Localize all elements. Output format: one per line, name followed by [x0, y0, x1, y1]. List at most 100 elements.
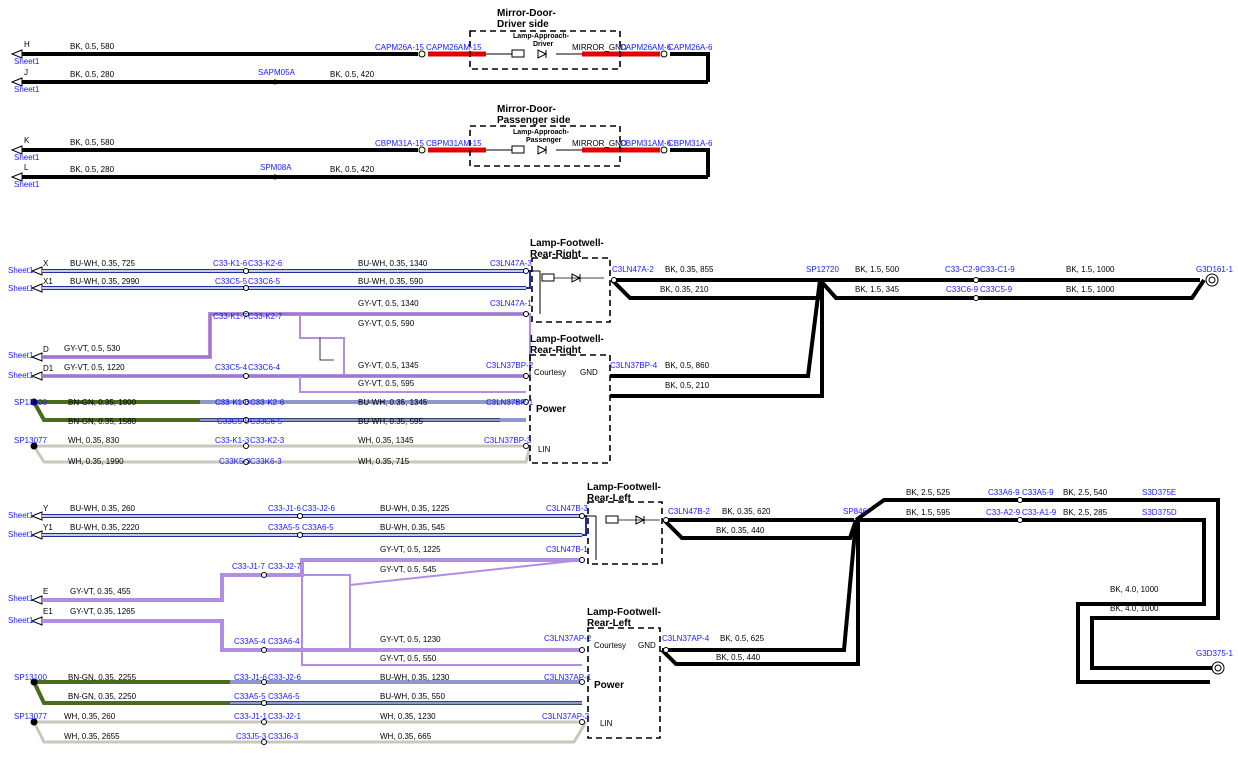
wire-label: GY-VT, 0.5, 1345: [358, 361, 419, 370]
connector-label[interactable]: C3LN37BP-1: [486, 398, 534, 407]
sheet-ref-link[interactable]: Sheet1: [8, 371, 34, 380]
splice-label[interactable]: SP12720: [806, 265, 839, 274]
connector-label[interactable]: C3LN37AP-4: [662, 634, 710, 643]
connector-label[interactable]: C33-K1-3: [215, 436, 250, 445]
connector-label[interactable]: C33A5-4: [234, 637, 266, 646]
connector-label[interactable]: C33-J1-6: [268, 504, 301, 513]
connector-label[interactable]: CAPM26AM-6: [620, 43, 672, 52]
sheet-ref-link[interactable]: Sheet1: [14, 180, 40, 189]
connector-label[interactable]: C33-A2-9: [986, 508, 1021, 517]
connector-label[interactable]: C33C5-9: [980, 285, 1013, 294]
connector-label[interactable]: C33-K2-6: [248, 259, 283, 268]
sheet-ref-link[interactable]: Sheet1: [8, 351, 34, 360]
sheet-ref-link[interactable]: Sheet1: [14, 85, 40, 94]
connector-label[interactable]: C33A5-5: [268, 523, 300, 532]
connector-label[interactable]: C3LN47B-1: [546, 545, 588, 554]
connector-label[interactable]: CBPM31A-15: [375, 139, 424, 148]
connector-label[interactable]: C3LN47A-3: [490, 259, 532, 268]
splice-label[interactable]: SP13100: [14, 673, 47, 682]
wire-label: GY-VT, 0.5, 1225: [380, 545, 441, 554]
connector-label[interactable]: S3D375E: [1142, 488, 1176, 497]
wire-label: BK, 2.5, 525: [906, 488, 951, 497]
connector-label[interactable]: C33-J1-6: [234, 673, 267, 682]
connector-label[interactable]: CAPM26A-6: [668, 43, 713, 52]
connector-label[interactable]: C3LN37AP-1: [544, 673, 592, 682]
connector-label[interactable]: C33K5-3: [219, 457, 251, 466]
sheet-ref-link[interactable]: Sheet1: [14, 153, 40, 162]
connector-label[interactable]: C33A6-5: [268, 692, 300, 701]
connector-label[interactable]: C33C6-5: [250, 417, 283, 426]
sheet-ref-link[interactable]: Sheet1: [8, 594, 34, 603]
connector-label[interactable]: C33A6-4: [268, 637, 300, 646]
connector-label[interactable]: C33-K2-6: [250, 398, 285, 407]
sheet-ref-link[interactable]: Sheet1: [8, 266, 34, 275]
connector-label[interactable]: C33-J2-6: [268, 673, 301, 682]
connector-label[interactable]: C33-J2-6: [302, 504, 335, 513]
wire-label: GY-VT, 0.35, 455: [70, 587, 131, 596]
wire-label: BK, 1.5, 500: [855, 265, 900, 274]
connector-label[interactable]: G3D375-1: [1196, 649, 1233, 658]
connector-label[interactable]: G3D161-1: [1196, 265, 1233, 274]
connector-label[interactable]: C33A5-9: [1022, 488, 1054, 497]
mirror-passenger-group: K Sheet1 L Sheet1 Mirror-Door- Passenger…: [10, 104, 713, 189]
connector-label[interactable]: C33J6-3: [268, 732, 299, 741]
connector-label[interactable]: C33-K2-3: [250, 436, 285, 445]
wire-label: BU-WH, 0.35, 2220: [70, 523, 140, 532]
connector-label[interactable]: C33C5-5: [217, 417, 250, 426]
connector-label[interactable]: CAPM26A-15: [375, 43, 424, 52]
connector-label[interactable]: C33A5-5: [234, 692, 266, 701]
splice-label[interactable]: SP13100: [14, 398, 47, 407]
connector-label[interactable]: C33-K2-7: [248, 312, 283, 321]
sheet-ref-link[interactable]: Sheet1: [8, 616, 34, 625]
connector-label[interactable]: C33K6-3: [250, 457, 282, 466]
connector-label[interactable]: C3LN47B-2: [668, 507, 710, 516]
connector-label[interactable]: CBPM31A-6: [668, 139, 713, 148]
connector-label[interactable]: C33-J2-7: [268, 562, 301, 571]
wire-label: WH, 0.35, 2655: [64, 732, 120, 741]
connector-label[interactable]: C3LN47A-1: [490, 299, 532, 308]
sheet-ref-id: X1: [43, 277, 53, 286]
connector-label[interactable]: C3LN37BP-3: [484, 436, 532, 445]
connector-label[interactable]: C3LN37BP-2: [486, 361, 534, 370]
splice-label[interactable]: SP846: [843, 507, 868, 516]
connector-label[interactable]: CBPM31AM-15: [426, 139, 482, 148]
connector-label[interactable]: C33-K1-6: [213, 259, 248, 268]
connector-label[interactable]: CBPM31AM-6: [620, 139, 672, 148]
connector-label[interactable]: C33C6-4: [248, 363, 281, 372]
wire-label: BK, 4.0, 1000: [1110, 604, 1159, 613]
connector-label[interactable]: C33-A1-9: [1022, 508, 1057, 517]
connector-label[interactable]: C33-J1-7: [232, 562, 265, 571]
lamp-label: Driver: [533, 41, 554, 48]
sheet-ref-link[interactable]: Sheet1: [8, 284, 34, 293]
splice-label[interactable]: SP13077: [14, 712, 47, 721]
connector-label[interactable]: C3LN47B-3: [546, 504, 588, 513]
connector-label[interactable]: C3LN47A-2: [612, 265, 654, 274]
connector-label[interactable]: C33-J2-1: [268, 712, 301, 721]
splice-label[interactable]: SP13077: [14, 436, 47, 445]
connector-label[interactable]: C33A6-9: [988, 488, 1020, 497]
connector-label[interactable]: C3LN37AP-3: [542, 712, 590, 721]
connector-label[interactable]: C33C5-5: [215, 277, 248, 286]
gnd-label: MIRROR_GND: [572, 43, 627, 52]
connector-label[interactable]: C33C6-9: [946, 285, 979, 294]
connector-label[interactable]: C33A6-5: [302, 523, 334, 532]
connector-label[interactable]: C33-K1-7: [213, 312, 248, 321]
connector-label[interactable]: C33-J1-1: [234, 712, 267, 721]
connector-label[interactable]: CAPM26AM-15: [426, 43, 482, 52]
connector-label[interactable]: C3LN37BP-4: [610, 361, 658, 370]
connector-label[interactable]: C3LN37AP-2: [544, 634, 592, 643]
connector-label[interactable]: C33-C2-9: [945, 265, 980, 274]
connector-label[interactable]: C33C6-5: [248, 277, 281, 286]
power-label: Power: [594, 680, 624, 691]
sheet-ref-link[interactable]: Sheet1: [14, 57, 40, 66]
sheet-ref-link[interactable]: Sheet1: [8, 530, 34, 539]
splice-label[interactable]: SAPM05A: [258, 68, 296, 77]
wire-label: BK, 0.5, 440: [716, 653, 761, 662]
connector-label[interactable]: C33-C1-9: [980, 265, 1015, 274]
connector-label[interactable]: C33-K1-6: [215, 398, 250, 407]
connector-label[interactable]: C33J5-3: [236, 732, 267, 741]
connector-label[interactable]: C33C5-4: [215, 363, 248, 372]
sheet-ref-link[interactable]: Sheet1: [8, 511, 34, 520]
connector-label[interactable]: S3D375D: [1142, 508, 1177, 517]
splice-label[interactable]: SPM08A: [260, 163, 292, 172]
